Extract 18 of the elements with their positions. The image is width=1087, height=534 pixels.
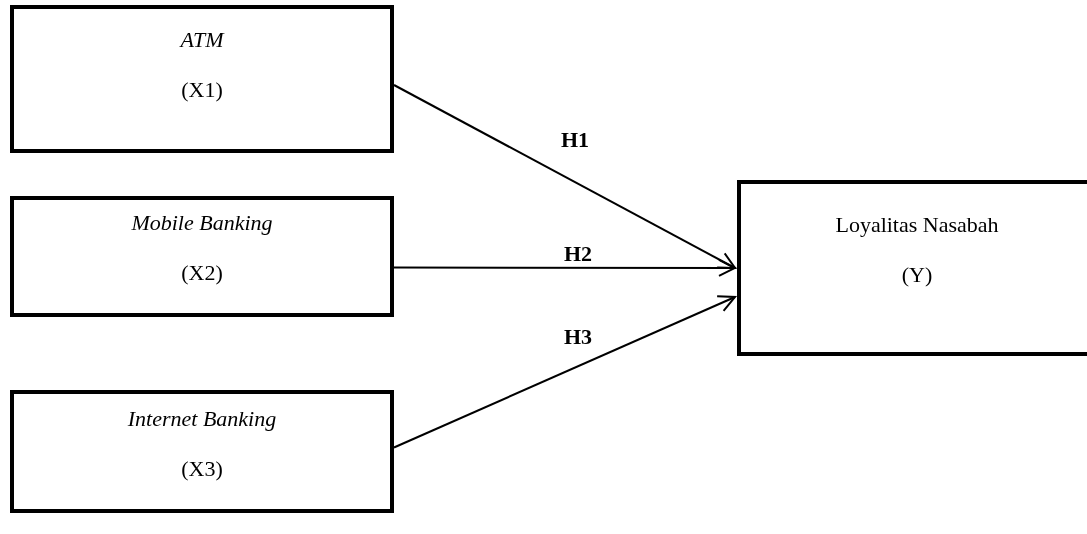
- edge-label: H1: [560, 127, 590, 153]
- edge-label: H2: [563, 241, 593, 267]
- arrow: [393, 295, 736, 449]
- variable-box: [10, 5, 394, 153]
- variable-name: Internet Banking: [127, 406, 277, 432]
- variable-name: ATM: [180, 27, 224, 53]
- arrow: [393, 84, 736, 269]
- arrow: [393, 259, 736, 277]
- variable-code: (X3): [181, 456, 223, 482]
- variable-box: [737, 180, 1087, 356]
- variable-name: Loyalitas Nasabah: [835, 212, 999, 238]
- variable-code: (Y): [901, 262, 933, 288]
- variable-code: (X2): [181, 260, 223, 286]
- variable-name: Mobile Banking: [131, 210, 273, 236]
- edge-label: H3: [563, 324, 593, 350]
- variable-box: [10, 390, 394, 513]
- variable-box: [10, 196, 394, 317]
- variable-code: (X1): [181, 77, 223, 103]
